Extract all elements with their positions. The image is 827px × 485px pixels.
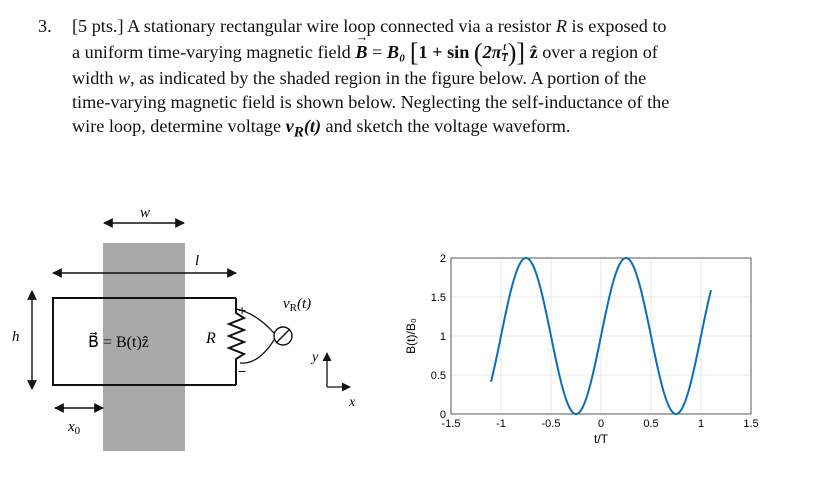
y-tick-label: 0	[440, 409, 446, 421]
voltage-label: vR(t)	[283, 296, 311, 314]
y-tick-label: 2	[440, 253, 446, 265]
y-axis-label: B(t)/B₀	[404, 318, 418, 354]
var-R: R	[555, 16, 567, 36]
x-tick-label: -0.5	[542, 418, 561, 430]
x0-label: x0	[67, 419, 81, 437]
line5-end: and sketch the voltage waveform.	[325, 116, 571, 136]
y-tick-label: 1	[440, 331, 446, 343]
problem-line-2: a uniform time-varying magnetic field B …	[72, 25, 658, 66]
h-label: h	[12, 329, 20, 345]
line1-text: A stationary rectangular wire loop conne…	[127, 16, 552, 36]
field-label: B⃗ = B(t)ẑ	[88, 331, 149, 351]
line4-text: time-varying magnetic field is shown bel…	[72, 92, 670, 112]
problem-line-1: [5 pts.] A stationary rectangular wire l…	[72, 14, 667, 38]
axis-x-label: x	[348, 395, 356, 410]
resistor	[226, 298, 247, 385]
plot-frame	[450, 257, 752, 415]
w-label: w	[140, 205, 150, 221]
line5-start: wire loop, determine voltage	[72, 116, 282, 136]
loop-figure: + − R vR(t) w l h x0 B⃗ = B(t)ẑ y x	[12, 205, 356, 451]
line3-text: width	[72, 68, 114, 88]
line2-end: over a region of	[542, 42, 658, 62]
problem-line-4: time-varying magnetic field is shown bel…	[72, 90, 669, 114]
var-w: w	[117, 68, 131, 88]
z-hat: ẑ	[529, 42, 538, 62]
one-plus-sin: 1 + sin	[418, 42, 470, 62]
plot-ticks: -1.5 -1 -0.5 0 0.5 1 1.5 0 0.5 1 1.5 2	[431, 253, 759, 430]
problem-line-5: wire loop, determine voltage vR(t) and s…	[72, 114, 570, 145]
two-pi: 2π	[482, 42, 502, 62]
line2-start: a uniform time-varying magnetic field	[72, 42, 351, 62]
x-tick-label: 0.5	[643, 418, 658, 430]
problem-number: 3.	[38, 16, 52, 36]
axis-y-label: y	[310, 350, 319, 365]
vR-symbol: vR(t)	[285, 116, 321, 141]
coordinate-axes	[322, 352, 351, 392]
x-tick-label: 1	[698, 418, 704, 430]
eq-sign: =	[372, 42, 383, 62]
l-label: l	[195, 253, 199, 269]
x-tick-label: -1	[496, 418, 506, 430]
y-tick-label: 0.5	[431, 370, 446, 382]
b-field-plot: -1.5 -1 -0.5 0 0.5 1 1.5 0 0.5 1 1.5 2 t/T B(t)/B₀	[404, 253, 759, 446]
y-tick-label: 1.5	[431, 292, 446, 304]
points-label: [5 pts.]	[72, 16, 124, 36]
B0-symbol: B₀	[386, 42, 406, 62]
wire-loop	[52, 297, 236, 386]
x-tick-label: 0	[598, 418, 604, 430]
line1-end: is exposed to	[571, 16, 667, 36]
x-axis-label: t/T	[594, 432, 609, 446]
x-tick-label: 1.5	[743, 418, 758, 430]
voltmeter-icon	[235, 308, 293, 364]
problem-line-3: width w, as indicated by the shaded regi…	[72, 66, 646, 90]
line3-end: , as indicated by the shaded region in t…	[130, 68, 647, 88]
x-tick-label: -1.5	[442, 418, 461, 430]
resistor-label: R	[205, 330, 216, 347]
series-line	[490, 256, 712, 416]
field-B-vector: B	[355, 25, 368, 64]
minus-sign: −	[238, 363, 246, 379]
